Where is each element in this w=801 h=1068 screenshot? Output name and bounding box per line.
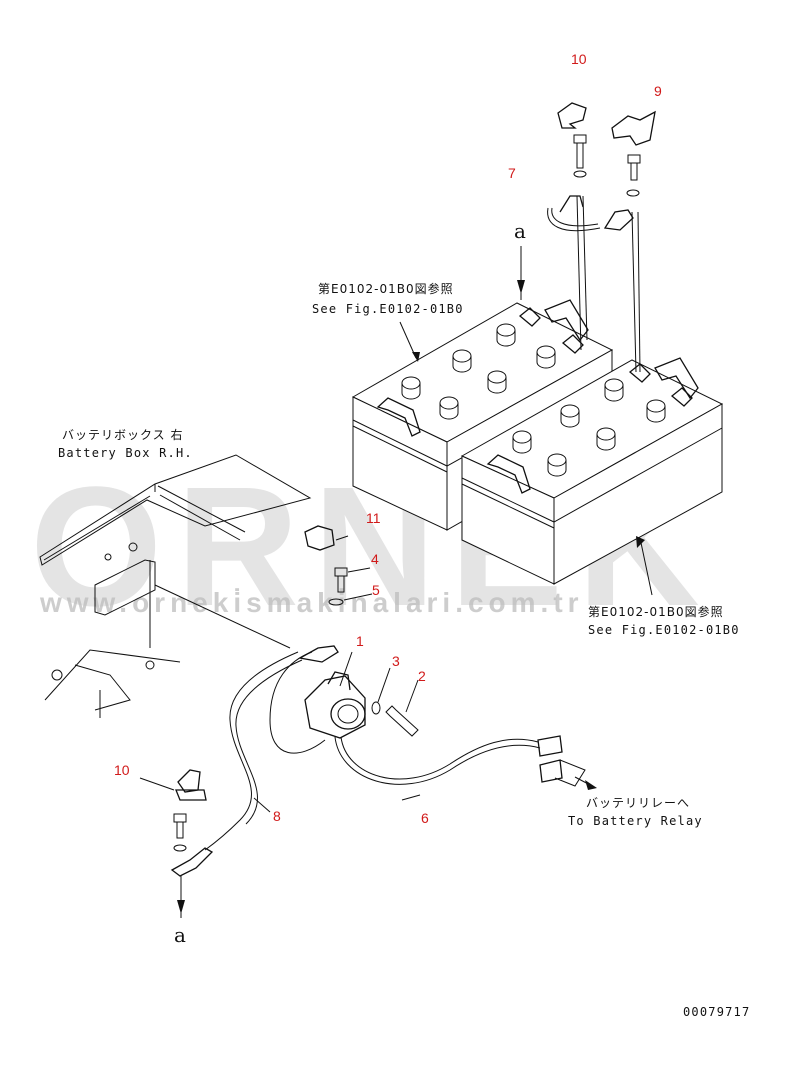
battery-box-jp: バッテリボックス 右 [62,427,183,442]
labels: 第E0102-01B0図参照 See Fig.E0102-01B0 バッテリボッ… [58,281,750,1019]
callout-10-top: 10 [571,51,587,67]
callout-7: 7 [508,165,516,181]
drawing-number: 00079717 [683,1005,750,1019]
callout-1: 1 [356,633,364,649]
watermark-url: www.orneki̇smaki̇nalari.com.tr [39,587,584,618]
battery-ref-bottom-jp: 第E0102-01B0図参照 [588,604,724,619]
ref-letter-a-bottom: a [174,923,186,947]
callout-4: 4 [371,551,379,567]
callout-9: 9 [654,83,662,99]
battery-ref-bottom-en: See Fig.E0102-01B0 [588,623,740,637]
callouts: 10 9 7 11 4 5 1 3 2 10 8 6 [114,51,662,826]
cable-8 [170,651,303,918]
battery-ref-top-en: See Fig.E0102-01B0 [312,302,464,316]
callout-10-bottom: 10 [114,762,130,778]
callout-3: 3 [392,653,400,669]
callout-6: 6 [421,810,429,826]
battery-ref-top-jp: 第E0102-01B0図参照 [318,281,454,296]
battery-box-rh [39,454,312,718]
relay-label-en: To Battery Relay [568,814,703,828]
callout-8: 8 [273,808,281,824]
callout-2: 2 [418,668,426,684]
relay-label-jp: バッテリリレーへ [586,796,690,810]
relay-assembly [139,525,653,813]
ref-letter-a-top: a [514,219,526,243]
callout-11: 11 [366,510,381,526]
callout-5: 5 [372,582,380,598]
battery-box-en: Battery Box R.H. [58,446,193,460]
battery-right [460,357,724,585]
top-hardware [517,102,656,373]
